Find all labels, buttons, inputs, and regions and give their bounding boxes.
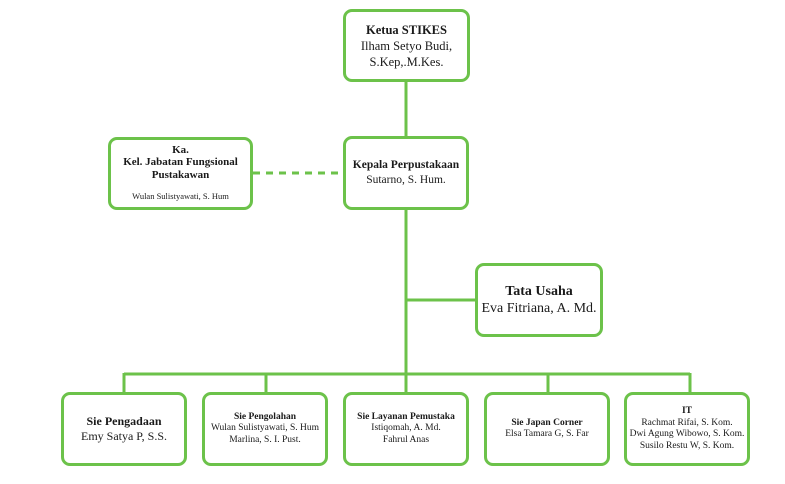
ketua-stikes-box: Ketua STIKES Ilham Setyo Budi, S.Kep,.M.… (343, 9, 470, 82)
ketua-name-line2: S.Kep,.M.Kes. (369, 54, 444, 69)
ketua-name-line1: Ilham Setyo Budi, (360, 38, 453, 53)
kafung-title-line3: Pustakawan (151, 168, 210, 181)
kepala-title: Kepala Perpustakaan (352, 159, 460, 171)
section-title: Sie Layanan Pemustaka (357, 411, 455, 422)
kafung-title-line2: Kel. Jabatan Fungsional (123, 156, 238, 169)
kepala-name: Sutarno, S. Hum. (366, 174, 446, 186)
kafung-name: Wulan Sulistyawati, S. Hum (132, 191, 229, 202)
tata-usaha-title: Tata Usaha (505, 284, 573, 299)
section-member: Elsa Tamara G, S. Far (505, 429, 589, 439)
section-member: Wulan Sulistyawati, S. Hum (210, 423, 320, 434)
section-member: Fahrul Anas (382, 434, 430, 445)
section-title: IT (681, 406, 693, 416)
tata-usaha-name: Eva Fitriana, A. Md. (481, 301, 597, 316)
section-member: Rachmat Rifai, S. Kom. (641, 417, 733, 428)
section-member: Marlina, S. I. Pust. (229, 434, 301, 445)
section-member: Emy Satya P, S.S. (80, 429, 167, 443)
section-title: Sie Pengolahan (233, 411, 297, 422)
section-member: Istiqomah, A. Md. (371, 423, 441, 434)
sie-japan-corner-box: Sie Japan Corner Elsa Tamara G, S. Far (484, 392, 610, 466)
section-title: Sie Pengadaan (86, 414, 162, 428)
kepala-perpustakaan-box: Kepala Perpustakaan Sutarno, S. Hum. (343, 136, 469, 210)
sie-layanan-pemustaka-box: Sie Layanan Pemustaka Istiqomah, A. Md. … (343, 392, 469, 466)
section-title: Sie Japan Corner (511, 417, 583, 428)
section-member: Susilo Restu W, S. Kom. (639, 440, 735, 451)
kelompok-fungsional-box: Ka. Kel. Jabatan Fungsional Pustakawan W… (108, 137, 253, 210)
section-member: Dwi Agung Wibowo, S. Kom. (629, 429, 745, 439)
sie-pengolahan-box: Sie Pengolahan Wulan Sulistyawati, S. Hu… (202, 392, 328, 466)
ketua-title: Ketua STIKES (366, 22, 447, 37)
it-box: IT Rachmat Rifai, S. Kom. Dwi Agung Wibo… (624, 392, 750, 466)
tata-usaha-box: Tata Usaha Eva Fitriana, A. Md. (475, 263, 603, 337)
kafung-title-line1: Ka. (172, 143, 189, 156)
sie-pengadaan-box: Sie Pengadaan Emy Satya P, S.S. (61, 392, 187, 466)
